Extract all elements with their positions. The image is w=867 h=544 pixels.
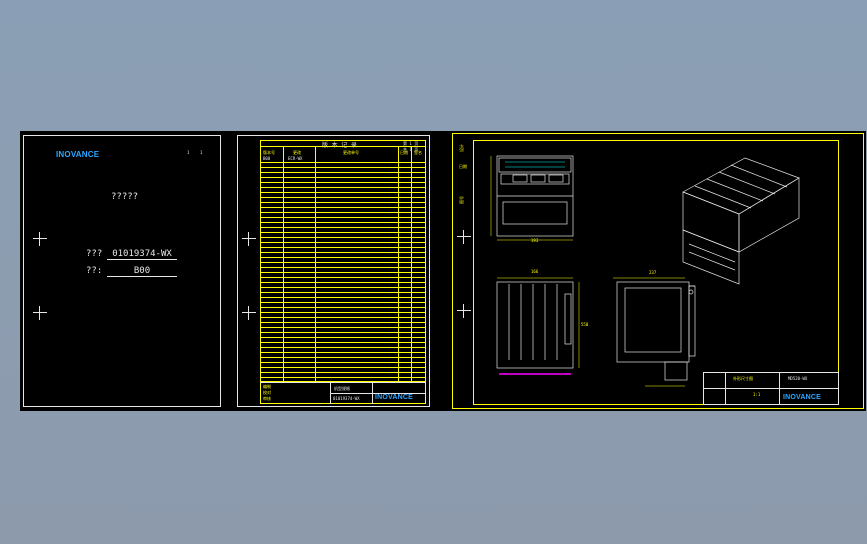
title-block-top [260,382,426,383]
inovance-logo: INOVANCE [375,394,414,401]
col-header-change-no: 更改单号 [343,150,359,155]
drawing-canvas[interactable]: INOVANCE 1 1 ????? ??? 01019374-WX ??: B… [20,131,866,411]
revision-header-title: 版 本 记 录 [322,142,357,149]
column-divider [315,146,316,382]
dim-height: 550 [581,322,589,327]
drawing-views [490,155,800,387]
margin-label-date: 日期 [459,164,467,169]
inovance-logo: INOVANCE [56,150,100,159]
side-view [616,281,696,381]
title-block-code: 01019374-WX [333,396,360,401]
dim-top: 166 [531,269,539,274]
page-total: 共 1 页 [403,147,419,152]
col-header-date: 日期 [400,150,408,155]
revision-table-rows [260,162,426,382]
col-header-change: 更改 [293,150,301,155]
title-block-mid [330,393,426,394]
inner-frame [473,140,839,405]
dimension-lines [490,156,685,387]
title-block-name: 外形尺寸图 [733,376,753,381]
dim-width: 193 [531,238,539,243]
column-divider [283,146,284,382]
column-divider [398,146,399,382]
first-row-change: ECR-WX [288,156,303,161]
rev-label-prepare: 编制 [263,384,271,389]
crosshair-icon [242,306,256,320]
col-header-version: 版本号 [263,150,275,155]
page-mark-2: 1 [200,150,203,155]
first-row-version: B00 [263,156,271,161]
document-title: ????? [111,192,139,202]
page-number: 第 1 页 [403,141,419,146]
code-value: 01019374-WX [107,249,177,260]
dim-depth: 237 [649,270,657,275]
crosshair-icon [457,304,471,318]
header-rule [260,146,426,147]
cover-sheet[interactable]: INOVANCE 1 1 ????? ??? 01019374-WX ??: B… [23,135,221,407]
title-block-name: 机型规格 [334,386,350,391]
rev-label-approve: 审核 [263,396,271,401]
col-header-sign: 签名 [414,150,422,155]
crosshair-icon [33,232,47,246]
code-label: ??? [86,249,103,259]
inovance-logo: INOVANCE [783,394,822,401]
version-value: B00 [107,266,177,277]
crosshair-icon [33,306,47,320]
front-view [496,155,574,237]
title-block-model: MD520-WX [788,376,808,381]
column-divider [411,146,412,382]
title-block-scale: 1:1 [753,392,761,397]
version-label: ??: [86,266,103,276]
bottom-view [496,281,574,369]
rev-label-check: 校对 [263,390,271,395]
outline-drawing-sheet[interactable]: 设计 图号 日期 [452,133,864,409]
isometric-view [682,157,800,285]
title-block-mid [703,388,839,389]
crosshair-icon [242,232,256,246]
page-mark-1: 1 [187,150,190,155]
crosshair-icon [457,230,471,244]
front-view-terminals [505,161,565,168]
revision-record-sheet[interactable]: 版 本 记 录 第 1 页 共 1 页 版本号 更改 更改单号 日期 签名 B0… [237,135,430,407]
